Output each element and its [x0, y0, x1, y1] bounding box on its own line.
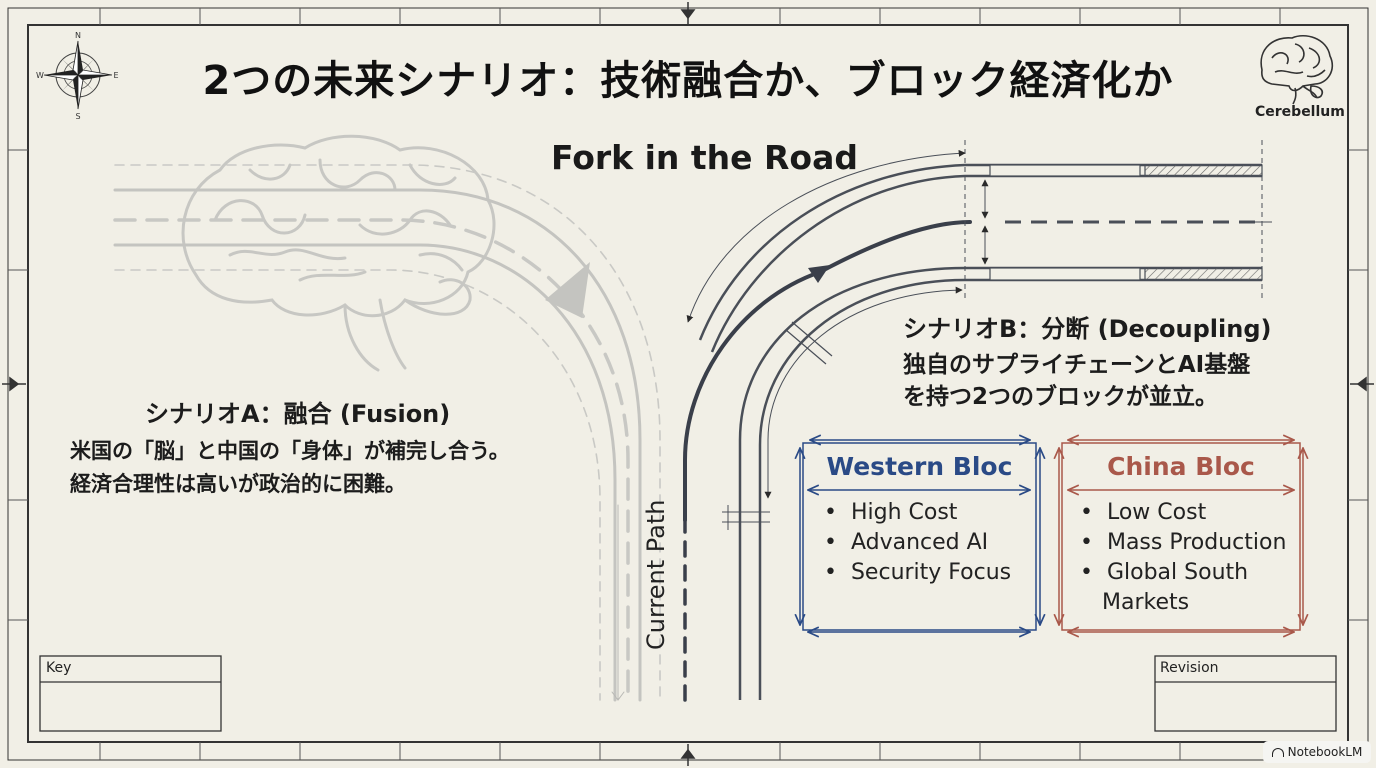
western-item-text: High Cost: [850, 500, 958, 525]
china-bloc-frame: [1059, 440, 1303, 632]
scenario-b-heading: シナリオB：分断 (Decoupling): [903, 315, 1272, 343]
notebooklm-icon: [1271, 747, 1284, 757]
scenario-b-line-2: を持つ2つのブロックが並立。: [903, 384, 1219, 410]
current-path-label: Current Path: [642, 499, 670, 651]
china-item-text: Low Cost: [1106, 500, 1207, 525]
watermark-text: NotebookLM: [1287, 745, 1363, 759]
diagram-subtitle: Fork in the Road: [551, 138, 858, 177]
revision-box: [1154, 655, 1337, 732]
scenario-a-line-2: 経済合理性は高いが政治的に困難。: [70, 472, 406, 496]
china-bloc-title: China Bloc: [1107, 452, 1255, 481]
scenario-a-heading: シナリオA：融合 (Fusion): [145, 400, 451, 428]
page-title: 2つの未来シナリオ：技術融合か、ブロック経済化か: [202, 58, 1174, 104]
border-ticks: [8, 8, 1368, 760]
compass-icon: N S E W: [36, 31, 118, 121]
brain-illustration: [181, 134, 496, 372]
compass-w: W: [36, 71, 44, 80]
compass-s: S: [75, 112, 80, 121]
china-bloc-item-continued: Markets: [1102, 590, 1190, 615]
china-item-text: Global South: [1106, 560, 1249, 585]
notebooklm-watermark: NotebookLM: [1263, 741, 1371, 763]
key-box: [39, 655, 222, 732]
fusion-road: [113, 164, 661, 702]
china-bloc-item: • Global South: [1080, 560, 1249, 585]
western-item-text: Advanced AI: [850, 530, 989, 555]
decoupling-road: [686, 140, 1272, 700]
china-item-text: Mass Production: [1106, 530, 1287, 555]
western-bloc-frame: [800, 440, 1040, 632]
western-bloc-item: • High Cost: [824, 500, 958, 525]
western-bloc-item: • Advanced AI: [824, 530, 989, 555]
western-bloc-title: Western Bloc: [826, 452, 1013, 481]
compass-e: E: [113, 71, 118, 80]
scenario-a-line-1: 米国の「脳」と中国の「身体」が補完し合う。: [70, 439, 510, 463]
key-label: Key: [46, 660, 72, 676]
brain-icon: [1260, 34, 1334, 105]
brain-label: Cerebellum: [1255, 104, 1345, 120]
china-bloc-item: • Low Cost: [1080, 500, 1207, 525]
revision-label: Revision: [1160, 660, 1219, 676]
scenario-b-line-1: 独自のサプライチェーンとAI基盤: [903, 352, 1251, 378]
western-item-text: Security Focus: [850, 560, 1012, 585]
compass-n: N: [75, 31, 81, 40]
western-bloc-item: • Security Focus: [824, 560, 1012, 585]
china-bloc-item: • Mass Production: [1080, 530, 1287, 555]
